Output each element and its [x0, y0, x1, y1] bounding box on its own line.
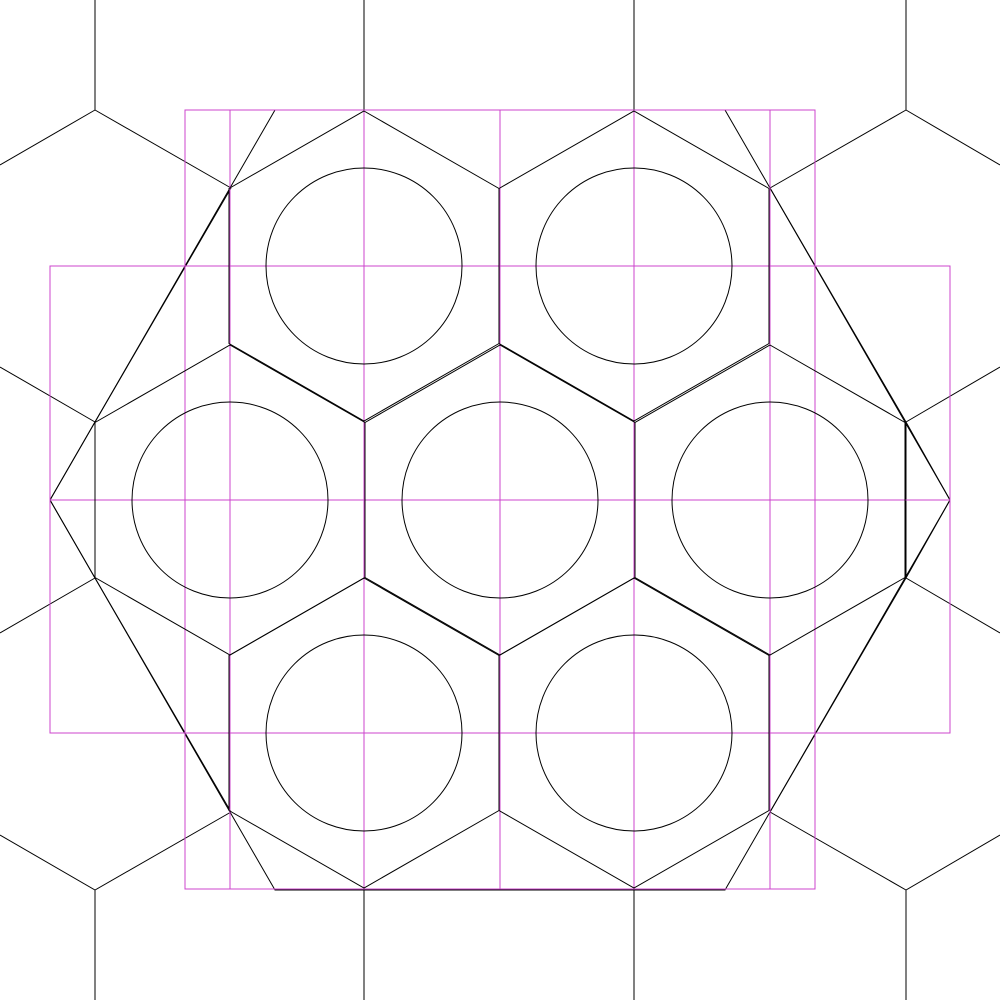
circle [401, 401, 599, 599]
outer-grid-edge [769, 577, 907, 813]
outer-grid-edge [769, 811, 907, 891]
outer-grid-edge [0, 366, 96, 423]
outer-grid-edge [905, 366, 1000, 423]
outer-grid-edge [905, 421, 951, 501]
outer-grid-edge [905, 577, 1000, 634]
inner-hex-lattice [94, 110, 906, 889]
outer-grid-edge [94, 109, 232, 189]
guide-lines [49, 109, 951, 890]
circle-group [131, 167, 869, 832]
outer-grid-edge [0, 577, 96, 634]
inner-hexagon [498, 577, 770, 889]
outer-grid-edge [905, 499, 951, 579]
outer-grid-edge [94, 577, 232, 813]
circle [535, 167, 733, 365]
outer-grid-edge [769, 109, 907, 189]
inner-hexagon [498, 110, 770, 422]
outer-grid-edge [0, 109, 96, 166]
outer-grid-edge [905, 834, 1000, 891]
circle [265, 167, 463, 365]
outer-grid-edge [769, 187, 907, 423]
circle [131, 401, 329, 599]
outer-grid-edge [0, 834, 96, 891]
circle [265, 634, 463, 832]
inner-hexagon [634, 344, 906, 656]
circle [671, 401, 869, 599]
outer-grid-edge [49, 421, 96, 501]
outer-grid-edge [94, 811, 232, 891]
outer-grid-edge [94, 187, 232, 423]
outer-grid-edge [905, 109, 1000, 166]
circle [535, 634, 733, 832]
outer-grid-edge [49, 499, 96, 579]
